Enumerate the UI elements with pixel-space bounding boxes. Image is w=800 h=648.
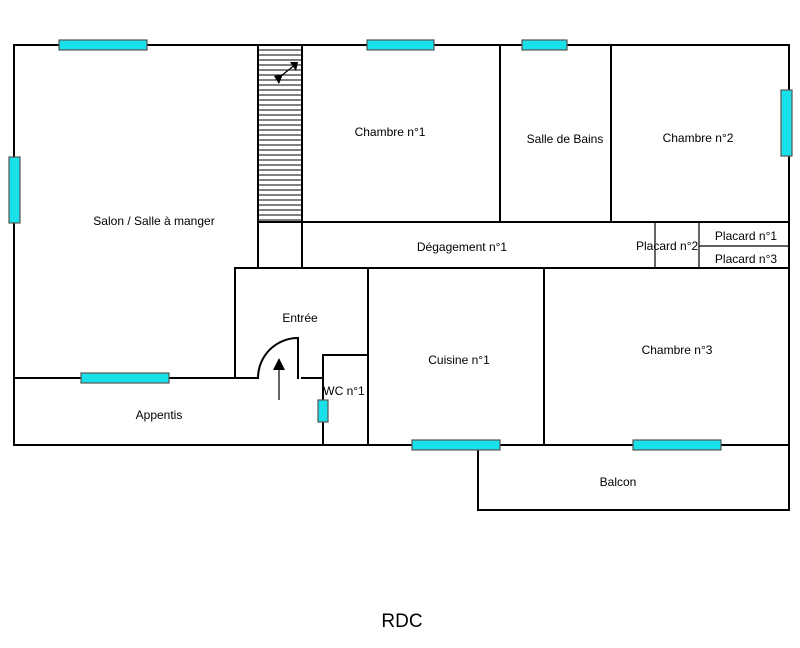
label-chambre3: Chambre n°3 bbox=[642, 343, 713, 357]
entrance-door bbox=[256, 336, 299, 400]
label-chambre1: Chambre n°1 bbox=[355, 125, 426, 139]
plan-title: RDC bbox=[381, 611, 422, 632]
window-salon-top bbox=[58, 39, 148, 51]
window-chambre1 bbox=[366, 39, 435, 51]
window-chambre2 bbox=[780, 89, 793, 157]
window-salon-side bbox=[8, 156, 21, 224]
door-swing-arc bbox=[256, 336, 299, 380]
label-degagement: Dégagement n°1 bbox=[417, 240, 508, 254]
window-wc bbox=[317, 399, 329, 423]
stair-arrow-head-2 bbox=[274, 74, 283, 84]
label-entree: Entrée bbox=[282, 311, 318, 325]
label-placard2: Placard n°2 bbox=[636, 239, 698, 253]
room-labels: Salon / Salle à manger Chambre n°1 Salle… bbox=[93, 125, 777, 489]
label-chambre2: Chambre n°2 bbox=[663, 131, 734, 145]
label-balcon: Balcon bbox=[600, 475, 637, 489]
label-salon: Salon / Salle à manger bbox=[93, 214, 214, 228]
label-salle-de-bains: Salle de Bains bbox=[527, 132, 604, 146]
label-wc: WC n°1 bbox=[323, 384, 365, 398]
label-appentis: Appentis bbox=[136, 408, 183, 422]
wc-wall bbox=[322, 354, 369, 446]
windows bbox=[8, 39, 793, 451]
staircase bbox=[258, 49, 302, 221]
window-salle-de-bains bbox=[521, 39, 568, 51]
window-cuisine bbox=[411, 439, 501, 451]
label-cuisine: Cuisine n°1 bbox=[428, 353, 490, 367]
window-chambre3 bbox=[632, 439, 722, 451]
label-placard3: Placard n°3 bbox=[715, 252, 777, 266]
entry-arrow-head bbox=[273, 358, 285, 370]
balcon-wall bbox=[477, 444, 790, 511]
label-placard1: Placard n°1 bbox=[715, 229, 777, 243]
window-appentis bbox=[80, 372, 170, 384]
stair-arrow-head-1 bbox=[290, 62, 298, 71]
